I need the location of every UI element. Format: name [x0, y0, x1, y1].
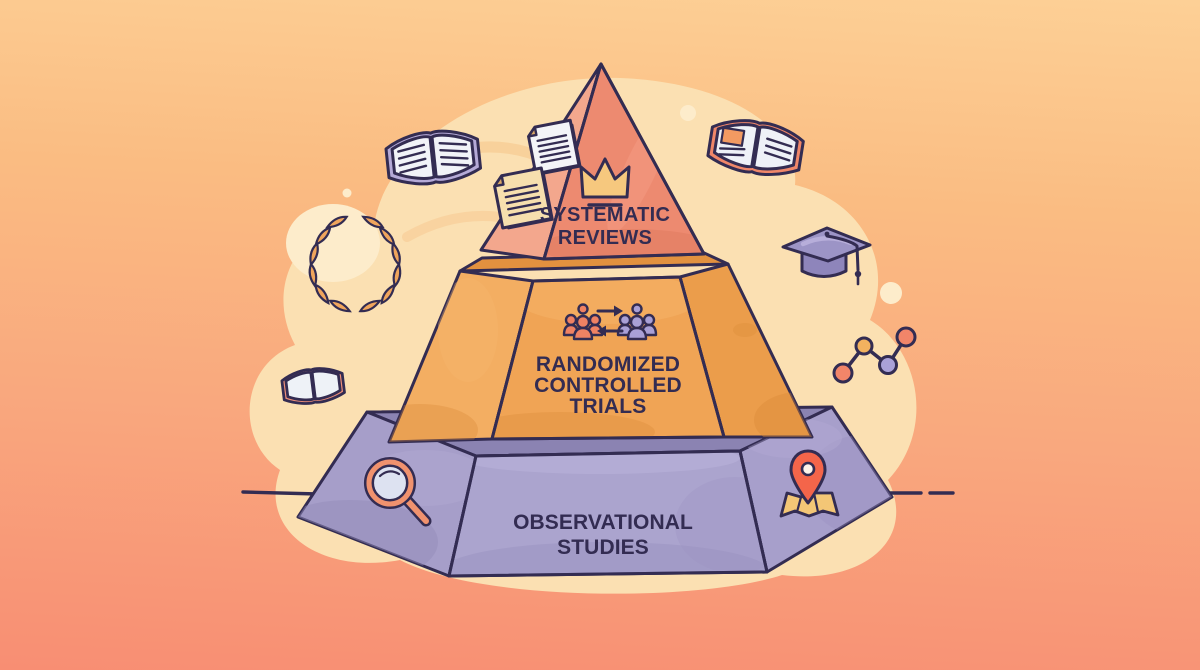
magnifying-glass-icon	[363, 456, 432, 527]
background-dot	[880, 282, 902, 304]
ground-line	[241, 490, 955, 496]
graduation-cap-icon	[781, 226, 872, 286]
exchange-arrows-icon	[596, 305, 624, 337]
paper-bottom	[493, 166, 554, 230]
open-book-orange-icon	[706, 119, 805, 176]
crown-icon	[579, 157, 631, 207]
small-open-book-icon	[280, 367, 346, 405]
book-image-thumbnail	[720, 126, 746, 147]
open-book-purple-icon	[384, 129, 483, 186]
stacked-papers-icon	[493, 118, 582, 230]
paper-top	[527, 118, 582, 176]
molecule-graph-icon	[832, 326, 917, 384]
map-location-icon	[779, 449, 840, 518]
background-dot	[342, 188, 352, 198]
background-dot	[680, 105, 696, 121]
randomization-groups-icon	[562, 303, 658, 341]
pyramid-tier-randomized-controlled-trials	[387, 250, 814, 444]
